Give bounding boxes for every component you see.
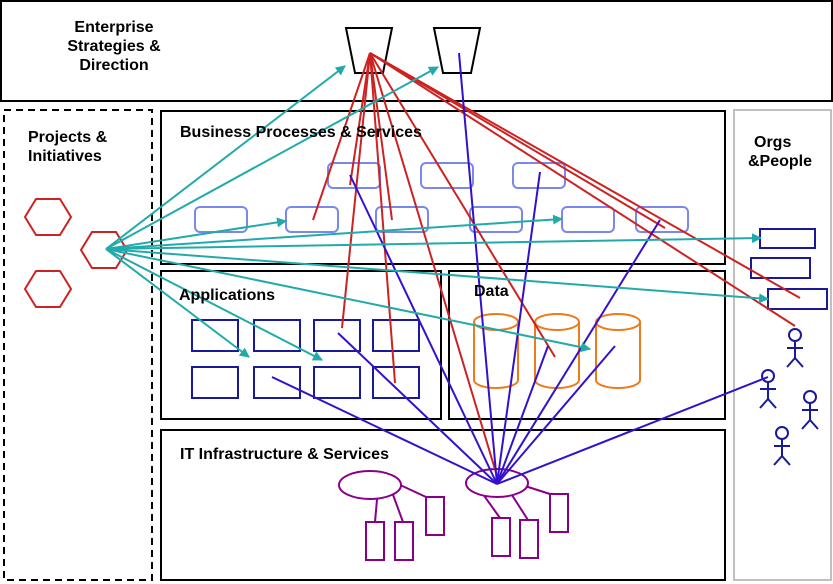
server-cluster: [338, 470, 445, 561]
projects-label-line-2: Initiatives: [28, 148, 102, 165]
data-cylinders: [473, 313, 641, 389]
org-boxes: [750, 228, 828, 310]
data-label: Data: [474, 283, 509, 300]
org-box: [750, 257, 811, 279]
data-frame: [448, 270, 726, 420]
enterprise-label-line-2: Strategies &: [67, 38, 161, 55]
project-links: [105, 65, 769, 361]
person-icon: [773, 426, 791, 466]
infrastructure-frame: [160, 429, 726, 581]
project-hexagon: [23, 198, 73, 236]
project-hexagons: [23, 198, 129, 308]
orgs-label-line-2: &People: [748, 153, 813, 170]
enterprise-label-line-3: Direction: [79, 57, 149, 74]
infrastructure-links: [271, 52, 769, 485]
person-icon: [801, 390, 819, 430]
projects-frame: [3, 109, 153, 581]
person-icon: [759, 369, 777, 409]
strategy-links: [312, 52, 801, 477]
server-cluster: [465, 468, 569, 559]
orgs-label-line-1: Orgs: [754, 134, 792, 151]
strategy-goal-2: [432, 27, 482, 74]
app-box: [253, 319, 301, 352]
business-processes-frame: [160, 110, 726, 265]
applications-label: Applications: [179, 287, 276, 304]
process-box: [469, 206, 523, 233]
enterprise-label-line-1: Enterprise: [74, 19, 154, 36]
process-box: [285, 206, 339, 233]
orgs-people-frame: [733, 109, 832, 581]
infrastructure-label: IT Infrastructure & Services: [180, 446, 389, 463]
infrastructure-shapes: [338, 468, 569, 561]
applications-frame: [160, 270, 442, 420]
org-box: [759, 228, 816, 249]
database-cylinder: [534, 313, 580, 389]
app-box: [191, 319, 239, 352]
business-processes-label: Business Processes & Services: [180, 124, 422, 141]
projects-initiatives-label: Projects & Initiatives: [28, 128, 107, 166]
project-hexagon: [23, 270, 73, 308]
orgs-people-label: Orgs &People: [748, 133, 812, 171]
app-box: [191, 366, 239, 399]
database-cylinder: [595, 313, 641, 389]
app-box: [313, 366, 361, 399]
app-box: [253, 366, 301, 399]
enterprise-strategy-frame: [0, 0, 833, 102]
app-box: [372, 319, 420, 352]
enterprise-strategy-label: Enterprise Strategies & Direction: [44, 18, 184, 75]
process-box: [420, 162, 474, 189]
projects-label-line-1: Projects &: [28, 129, 108, 146]
process-box: [561, 206, 615, 233]
process-box: [375, 206, 429, 233]
person-icon: [786, 328, 804, 368]
people-icons: [759, 328, 819, 466]
org-box: [767, 288, 828, 310]
application-boxes: [191, 319, 420, 399]
